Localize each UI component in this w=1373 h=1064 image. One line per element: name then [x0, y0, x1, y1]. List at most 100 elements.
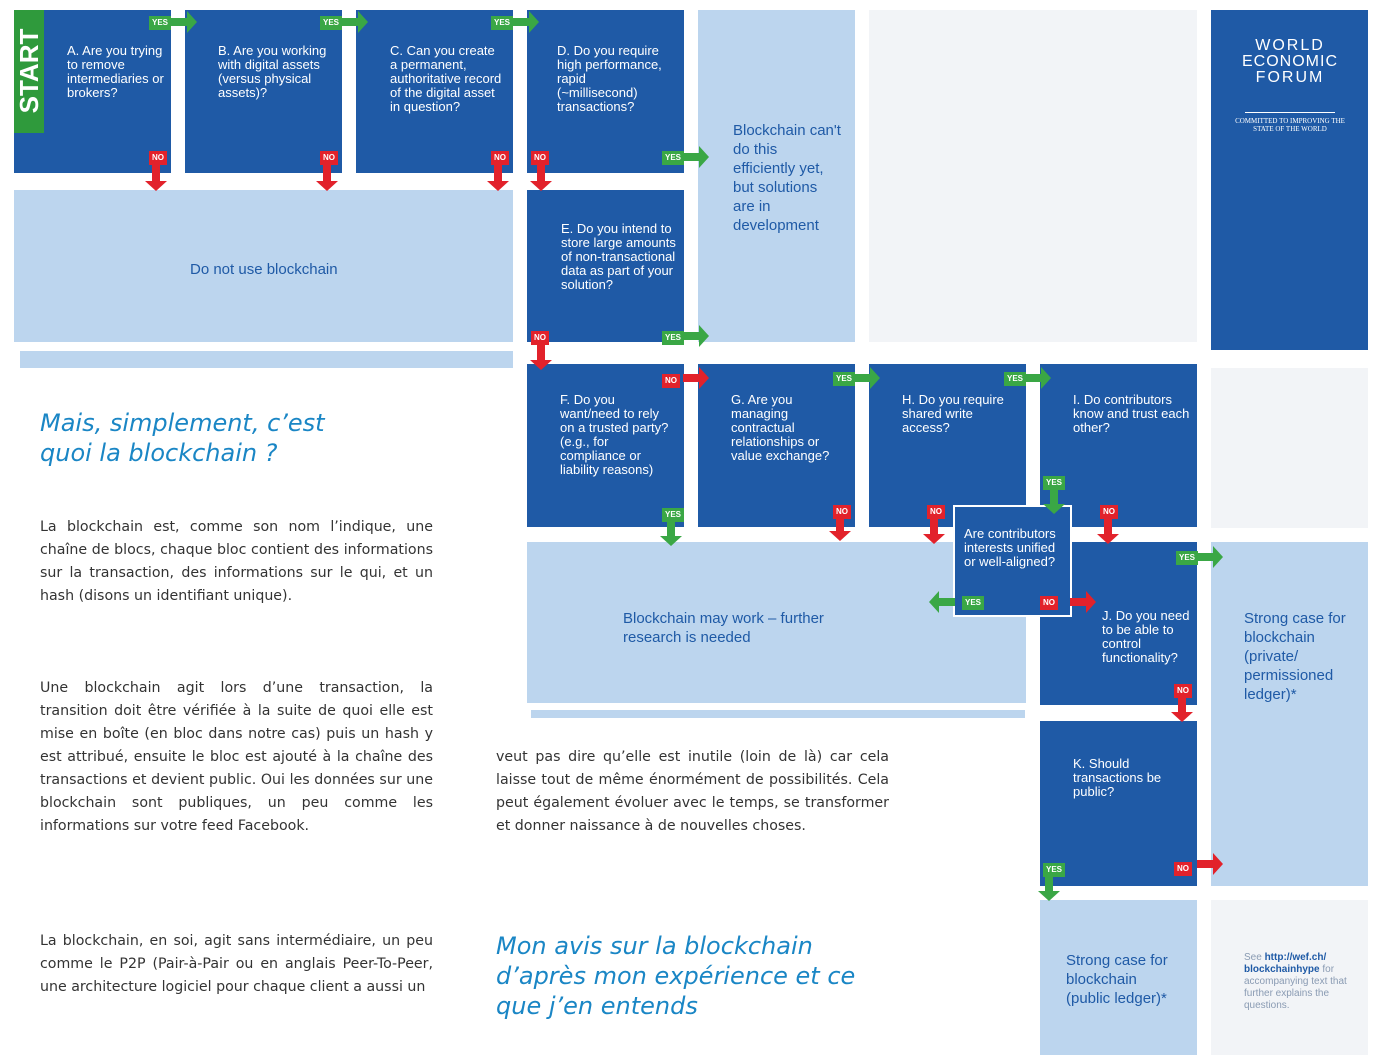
footnote-link[interactable]: http://wef.ch/ blockchainhype — [1244, 952, 1327, 975]
tag-yes-g: YES — [833, 372, 856, 386]
arrow-no-e — [530, 344, 552, 370]
arrow-yes-d — [683, 146, 709, 168]
tag-yes-h: YES — [1004, 372, 1027, 386]
tag-no-k: NO — [1174, 862, 1192, 876]
arrow-yes-g — [854, 367, 880, 389]
arrow-no-b — [316, 165, 338, 191]
start-label-box — [14, 10, 44, 133]
question-b-box — [185, 10, 342, 173]
arrow-yes-h — [1025, 367, 1051, 389]
arrow-no-i — [1097, 518, 1119, 544]
tag-yes-a: YES — [149, 16, 172, 30]
logo-tagline: COMMITTED TO IMPROVING THE STATE OF THE … — [1235, 117, 1345, 133]
result-public-box — [1040, 900, 1197, 1055]
blank-panel-2 — [1211, 368, 1368, 528]
paragraph-4: veut pas dire qu’elle est inutile (loin … — [496, 749, 889, 834]
arrow-no-a — [145, 165, 167, 191]
question-c-text: C. Can you create a permanent, authorita… — [390, 43, 502, 114]
paragraph-1: La blockchain est, comme son nom l’indiq… — [40, 519, 433, 604]
result-cant-do-text: Blockchain can't do this efficiently yet… — [733, 122, 841, 234]
arrow-no-j — [1171, 696, 1193, 722]
tag-no-c: NO — [491, 151, 509, 165]
tag-yes-k: YES — [1043, 863, 1066, 877]
result-cant-do-box — [698, 10, 855, 342]
tag-yes-aligned: YES — [962, 596, 985, 610]
tag-no-e: NO — [531, 331, 549, 345]
logo-divider — [1245, 112, 1335, 113]
question-j-text: J. Do you need to be able to control fun… — [1102, 608, 1190, 665]
question-f-text: F. Do you want/need to rely on a trusted… — [560, 392, 669, 477]
tag-no-f: NO — [662, 374, 680, 388]
arrow-no-aligned — [1070, 591, 1096, 613]
arrow-yes-aligned — [929, 591, 955, 613]
question-h-text: H. Do you require shared write access? — [902, 392, 1004, 435]
result-may-work-box — [527, 542, 1026, 703]
question-g-box — [698, 364, 855, 527]
tag-yes-b: YES — [320, 16, 343, 30]
paragraph-3: La blockchain, en soi, agit sans intermé… — [40, 933, 433, 995]
arrow-yes-e — [683, 325, 709, 347]
logo-line-1: WORLD — [1255, 37, 1325, 54]
arrow-no-d — [530, 165, 552, 191]
tag-no-g: NO — [833, 505, 851, 519]
question-c-box — [356, 10, 513, 173]
tag-no-i: NO — [1100, 505, 1118, 519]
logo-line-2: ECONOMIC — [1242, 53, 1338, 70]
logo-line-3: FORUM — [1255, 69, 1325, 86]
question-h-box — [869, 364, 1026, 527]
tag-yes-e: YES — [662, 331, 685, 345]
question-i-box — [1040, 364, 1197, 527]
divider-bar-2 — [531, 710, 1025, 718]
question-d-box — [527, 10, 684, 173]
question-e-box — [527, 190, 684, 342]
question-k-box — [1040, 721, 1197, 886]
tag-no-d: NO — [531, 151, 549, 165]
arrow-yes-i — [1043, 488, 1065, 514]
tag-yes-j: YES — [1176, 551, 1199, 565]
arrow-yes-f — [660, 520, 682, 546]
tag-no-aligned: NO — [1040, 596, 1058, 610]
result-do-not-use-text: Do not use blockchain — [190, 261, 338, 278]
tag-yes-c: YES — [491, 16, 514, 30]
question-aligned-text: Are contributors interests unified or we… — [964, 526, 1056, 569]
arrow-no-k — [1197, 853, 1223, 875]
arrow-no-h — [923, 518, 945, 544]
tag-yes-d: YES — [662, 151, 685, 165]
arrow-yes-a — [171, 11, 197, 33]
tag-no-a: NO — [149, 151, 167, 165]
result-private-box — [1211, 542, 1368, 886]
arrow-no-c — [487, 165, 509, 191]
question-e-text: E. Do you intend to store large amounts … — [561, 221, 676, 292]
wef-logo-panel — [1211, 10, 1368, 350]
question-k-text: K. Should transactions be public? — [1073, 756, 1162, 799]
result-public-text: Strong case for blockchain (public ledge… — [1066, 952, 1168, 1007]
arrow-yes-c — [513, 11, 539, 33]
tag-no-h: NO — [927, 505, 945, 519]
footnote-panel — [1211, 900, 1368, 1055]
arrow-no-f — [683, 367, 709, 389]
arrow-yes-j — [1197, 546, 1223, 568]
question-a-text: A. Are you trying to remove intermediari… — [67, 43, 164, 100]
question-f-box — [527, 364, 684, 527]
question-b-text: B. Are you working with digital assets (… — [218, 43, 327, 100]
wef-logo: WORLD ECONOMIC FORUM COMMITTED TO IMPROV… — [1222, 37, 1358, 134]
result-private-text: Strong case for blockchain (private/ per… — [1244, 610, 1346, 703]
tag-no-j: NO — [1174, 684, 1192, 698]
question-g-text: G. Are you managing contractual relation… — [731, 392, 830, 463]
result-may-work-text: Blockchain may work – further research i… — [623, 610, 824, 646]
arrow-no-g — [829, 515, 851, 541]
tag-yes-f: YES — [662, 508, 685, 522]
heading-my-opinion: Mon avis sur la blockchain d’après mon e… — [496, 932, 856, 1020]
footnote-suffix: for accompanying text that further expla… — [1244, 964, 1347, 1011]
tag-yes-i: YES — [1043, 476, 1066, 490]
footnote-text: See http://wef.ch/ blockchainhype for ac… — [1244, 952, 1362, 1012]
arrow-yes-k — [1038, 875, 1060, 901]
paragraph-2: Une blockchain agit lors d’une transacti… — [40, 680, 433, 834]
blank-panel — [869, 10, 1197, 342]
heading-what-is-blockchain: Mais, simplement, c’est quoi la blockcha… — [40, 409, 325, 467]
question-d-text: D. Do you require high performance, rapi… — [557, 43, 662, 114]
divider-bar-1 — [20, 351, 513, 368]
tag-no-b: NO — [320, 151, 338, 165]
question-i-text: I. Do contributors know and trust each o… — [1073, 392, 1190, 435]
